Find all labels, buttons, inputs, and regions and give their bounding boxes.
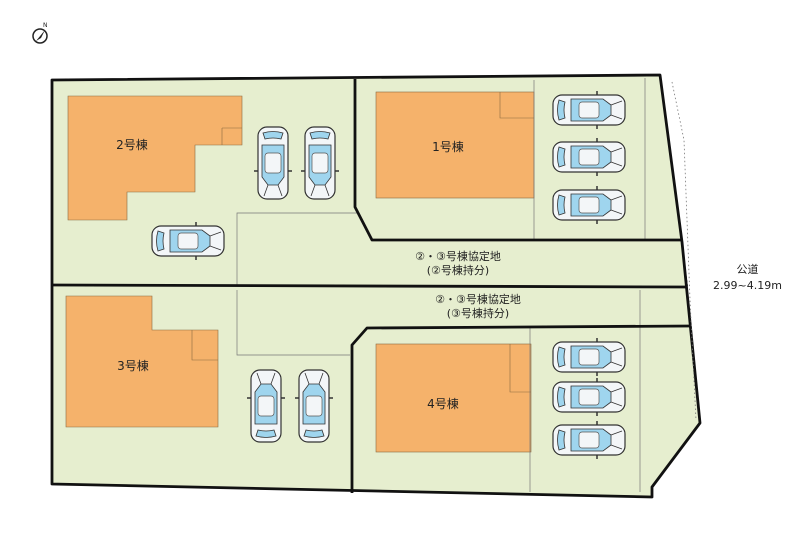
building-3-label: 3号棟 (117, 358, 149, 373)
building-4 (375, 343, 532, 453)
shared-land-lower-line2: (③号棟持分) (447, 306, 509, 320)
north-label: N (43, 22, 48, 29)
car-8 (295, 369, 333, 443)
parking-cars (151, 91, 626, 459)
car-6 (151, 222, 225, 260)
car-7 (247, 369, 285, 443)
building-4-notch (509, 344, 531, 393)
building-2-notch (221, 127, 242, 145)
car-10 (552, 378, 626, 416)
building-1-notch (499, 92, 534, 119)
building-2 (67, 95, 243, 221)
shared-land-upper-line1: ②・③号棟協定地 (415, 249, 501, 263)
car-3 (552, 91, 626, 129)
building-4-label: 4号棟 (427, 396, 459, 411)
building-3-notch (191, 330, 218, 361)
car-11 (552, 421, 626, 459)
lot-outlines (50, 73, 702, 499)
car-4 (552, 138, 626, 176)
building-1-label: 1号棟 (432, 139, 464, 154)
car-2 (301, 126, 339, 200)
building-1 (375, 91, 535, 199)
compass-icon: N (32, 22, 48, 44)
car-5 (552, 186, 626, 224)
shared-land-lower-line1: ②・③号棟協定地 (435, 292, 521, 306)
road-width: 2.99~4.19m (713, 279, 782, 292)
building-2-label: 2号棟 (116, 137, 148, 152)
building-3 (65, 295, 219, 428)
road-name: 公道 (736, 263, 759, 276)
shared-land-upper-line2: (②号棟持分) (427, 263, 489, 277)
road-label: 公道 2.99~4.19m (700, 262, 795, 294)
car-1 (254, 126, 292, 200)
car-9 (552, 338, 626, 376)
